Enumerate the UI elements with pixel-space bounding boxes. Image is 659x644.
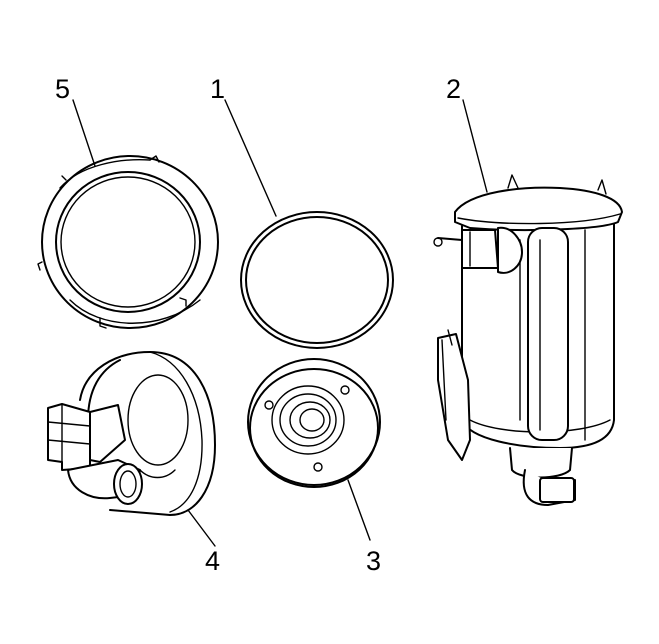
callout-1: 1 — [210, 74, 225, 104]
leader-5 — [72, 99, 96, 167]
leader-3 — [347, 479, 371, 541]
callout-4: 4 — [205, 546, 220, 576]
leader-4 — [187, 509, 216, 547]
leader-2 — [462, 99, 488, 193]
callout-5: 5 — [55, 74, 70, 104]
part-1-seal — [240, 211, 394, 349]
part-2-pump-module — [433, 174, 623, 506]
part-5-lock-ring — [37, 155, 219, 329]
leader-1 — [224, 99, 277, 217]
part-4-sender-cover — [47, 351, 216, 516]
callout-2: 2 — [446, 74, 461, 104]
callout-3: 3 — [366, 546, 381, 576]
part-3-filter-disc — [247, 358, 381, 488]
